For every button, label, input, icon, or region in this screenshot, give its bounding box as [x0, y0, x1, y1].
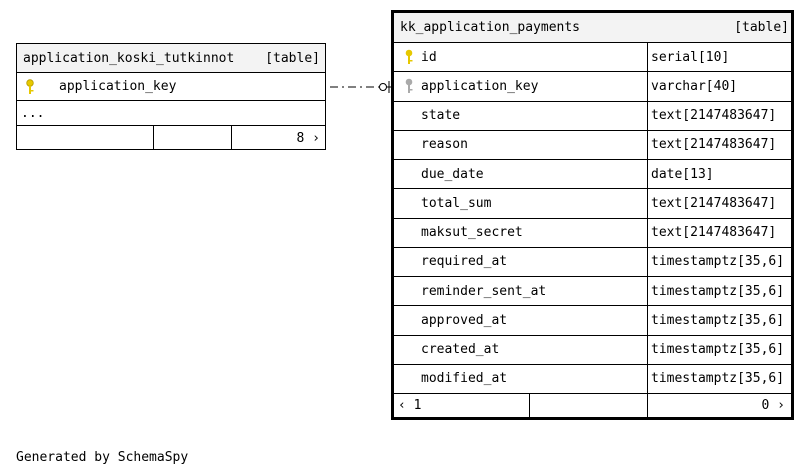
column-row[interactable]: reason text[2147483647]	[394, 130, 791, 160]
column-type: timestamptz[35,6]	[651, 283, 785, 299]
column-row[interactable]: required_at timestamptz[35,6]	[394, 247, 791, 277]
column-name: reminder_sent_at	[421, 283, 547, 299]
column-type: date[13]	[651, 166, 714, 182]
column-row[interactable]: modified_at timestamptz[35,6]	[394, 364, 791, 394]
children-count-link[interactable]: 8 ›	[296, 130, 320, 146]
relationship-optional-marker	[379, 83, 387, 91]
column-name: state	[421, 108, 461, 124]
column-row[interactable]: id serial[10]	[394, 43, 791, 73]
column-name: maksut_secret	[421, 225, 523, 241]
column-name: created_at	[421, 342, 500, 358]
table-type-label: [table]	[734, 20, 789, 35]
more-columns-ellipsis: ...	[21, 105, 45, 121]
column-name: required_at	[421, 254, 508, 270]
table-name: application_koski_tutkinnot	[23, 50, 235, 66]
column-type: timestamptz[35,6]	[651, 254, 785, 270]
column-type: serial[10]	[651, 49, 730, 65]
column-name: due_date	[421, 166, 484, 182]
table-name: kk_application_payments	[400, 20, 581, 35]
column-list: id serial[10] application_key varchar[40] st…	[394, 43, 791, 394]
column-type: timestamptz[35,6]	[651, 371, 785, 387]
column-name: application_key	[59, 79, 177, 94]
table-header: kk_application_payments [table]	[394, 13, 791, 43]
column-name: total_sum	[421, 195, 492, 211]
parents-count-link[interactable]: ‹ 1	[398, 398, 422, 413]
primary-key-icon	[405, 49, 413, 65]
more-columns-row: ...	[16, 101, 326, 126]
column-type: text[2147483647]	[651, 137, 777, 153]
column-row[interactable]: application_key varchar[40]	[394, 72, 791, 102]
generated-by-label: Generated by SchemaSpy	[16, 450, 189, 465]
table-type-label: [table]	[265, 50, 320, 66]
children-count-link[interactable]: 0 ›	[761, 398, 785, 413]
table-kk-application-payments[interactable]: kk_application_payments [table] id serial…	[391, 10, 794, 420]
table-application-koski-tutkinnot[interactable]: application_koski_tutkinnot [table] appl…	[16, 43, 326, 150]
column-type: varchar[40]	[651, 78, 738, 94]
column-type: text[2147483647]	[651, 195, 777, 211]
foreign-key-icon	[405, 79, 413, 94]
column-row[interactable]: approved_at timestamptz[35,6]	[394, 306, 791, 336]
column-row[interactable]: reminder_sent_at timestamptz[35,6]	[394, 277, 791, 307]
column-type: text[2147483647]	[651, 225, 777, 241]
column-row[interactable]: state text[2147483647]	[394, 101, 791, 131]
column-row[interactable]: total_sum text[2147483647]	[394, 189, 791, 219]
table-header: application_koski_tutkinnot [table]	[16, 43, 326, 73]
column-name: modified_at	[421, 371, 508, 387]
table-footer: ‹ 1 0 ›	[394, 394, 791, 417]
column-row[interactable]: created_at timestamptz[35,6]	[394, 335, 791, 365]
column-row[interactable]: application_key	[16, 73, 326, 101]
column-name: application_key	[421, 78, 539, 94]
column-name: reason	[421, 137, 468, 153]
column-type: text[2147483647]	[651, 108, 777, 124]
table-footer: 8 ›	[16, 126, 326, 150]
column-row[interactable]: due_date date[13]	[394, 160, 791, 190]
column-name: approved_at	[421, 312, 508, 328]
primary-key-icon	[26, 78, 34, 94]
column-type: timestamptz[35,6]	[651, 312, 785, 328]
column-row[interactable]: maksut_secret text[2147483647]	[394, 218, 791, 248]
column-type: timestamptz[35,6]	[651, 342, 785, 358]
column-name: id	[421, 49, 437, 65]
